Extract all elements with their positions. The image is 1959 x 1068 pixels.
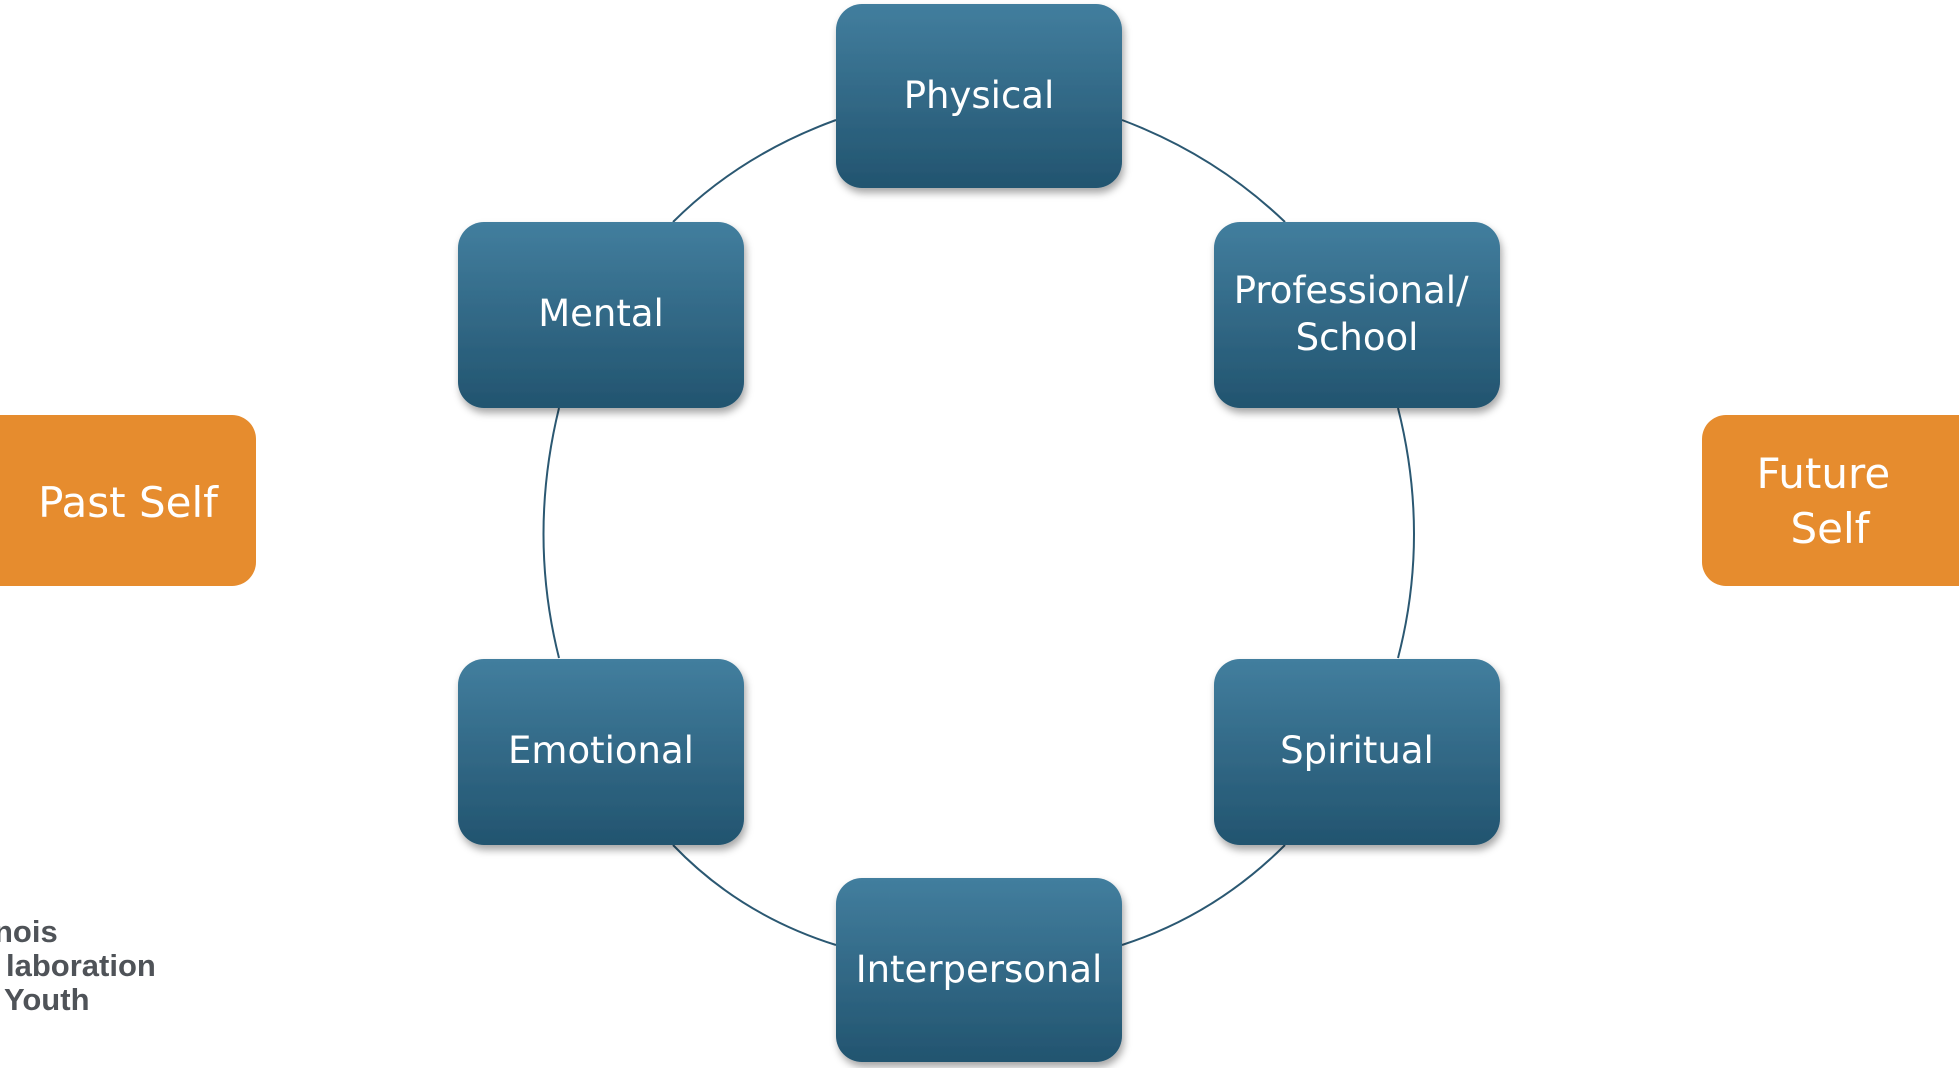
node-professional-school: Professional/ School xyxy=(1214,222,1500,408)
node-professional-label-line2: School xyxy=(1296,316,1419,359)
node-past-self: Past Self xyxy=(0,415,256,586)
svg-text:Mental: Mental xyxy=(538,292,664,335)
node-spiritual: Spiritual xyxy=(1214,659,1500,845)
node-future-self-label-line1: Future xyxy=(1756,449,1890,498)
logo-line-2: laboration xyxy=(6,948,156,983)
svg-text:Spiritual: Spiritual xyxy=(1280,729,1434,772)
node-future-self-label-line2: Self xyxy=(1791,504,1871,553)
node-mental-label: Mental xyxy=(538,292,664,335)
node-physical: Physical xyxy=(836,4,1122,188)
node-past-self-label: Past Self xyxy=(38,478,219,527)
node-interpersonal: Interpersonal xyxy=(836,878,1122,1062)
node-physical-label: Physical xyxy=(904,74,1055,117)
node-interpersonal-label: Interpersonal xyxy=(856,948,1103,991)
node-mental: Mental xyxy=(458,222,744,408)
node-professional-label-line1: Professional/ xyxy=(1234,269,1469,312)
svg-text:nois laboration Yo: nois laboration Youth xyxy=(0,914,164,1017)
svg-text:Future Self: Future Self xyxy=(1756,449,1903,553)
svg-text:Past Self: Past Self xyxy=(38,478,219,527)
node-emotional: Emotional xyxy=(458,659,744,845)
arc-emotional-mental xyxy=(542,407,560,659)
ring-connectors xyxy=(542,119,1415,946)
logo-line-3: Youth xyxy=(4,982,90,1017)
svg-text:Professional/ School: Professional/ School xyxy=(1234,269,1481,359)
arc-professional-spiritual xyxy=(1397,407,1415,659)
node-emotional-label: Emotional xyxy=(508,729,694,772)
node-spiritual-label: Spiritual xyxy=(1280,729,1434,772)
arc-mental-physical xyxy=(672,119,837,223)
arc-spiritual-interpersonal xyxy=(1121,844,1286,946)
svg-text:Physical: Physical xyxy=(904,74,1055,117)
node-future-self: Future Self xyxy=(1702,415,1959,586)
svg-text:Emotional: Emotional xyxy=(508,729,694,772)
arc-physical-professional xyxy=(1121,119,1286,223)
arc-interpersonal-emotional xyxy=(672,844,837,946)
organization-logo: nois laboration Youth xyxy=(0,914,164,1017)
svg-text:Interpersonal: Interpersonal xyxy=(856,948,1103,991)
logo-line-1: nois xyxy=(0,914,58,949)
